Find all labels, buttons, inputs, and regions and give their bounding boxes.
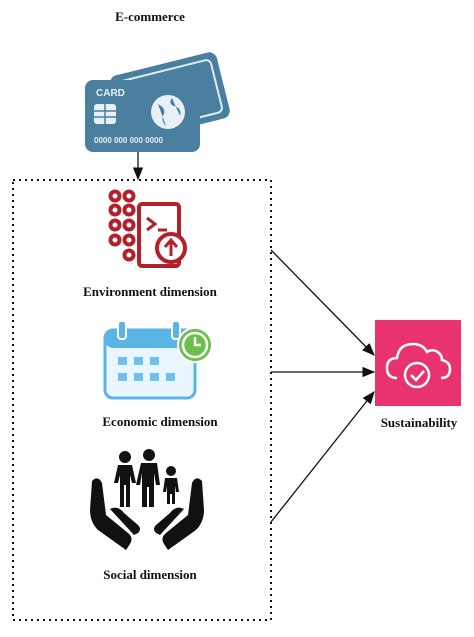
calendar-clock-icon (103, 320, 213, 400)
environment-icon (108, 189, 187, 268)
social-to-sustainability-arrow (270, 390, 375, 523)
family-hands-icon (90, 449, 204, 550)
cloud-check-icon (375, 320, 461, 406)
social-dimension-label: Social dimension (103, 567, 197, 582)
sustainability-label: Sustainability (380, 415, 458, 430)
environment-dimension-label: Environment dimension (83, 284, 217, 299)
ecommerce-title: E-commerce (115, 9, 185, 24)
dimensions-container (12, 179, 272, 621)
env-to-sustainability-arrow (270, 249, 375, 356)
credit-card-icon: CARD 0000 000 000 0000 (85, 52, 230, 152)
card-number: 0000 000 000 0000 (94, 136, 164, 145)
card-text: CARD (96, 88, 125, 99)
economic-dimension-label: Economic dimension (102, 414, 218, 429)
